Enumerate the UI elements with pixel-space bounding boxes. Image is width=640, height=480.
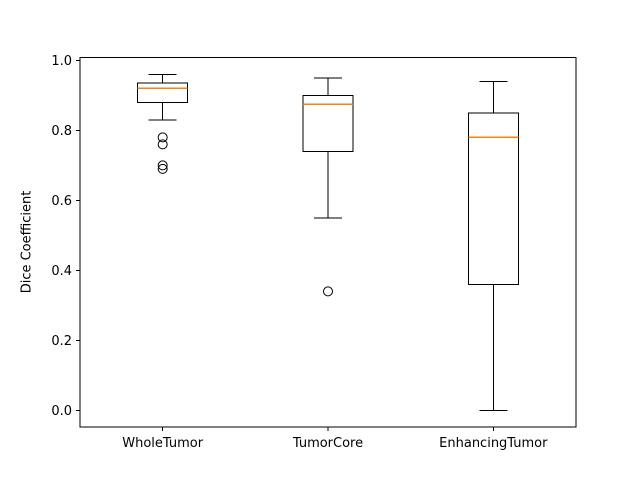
box-WholeTumor [137, 82, 189, 103]
y-tick-label: 0.6 [51, 194, 72, 209]
x-tick-label: TumorCore [292, 436, 363, 451]
outlier-point [157, 132, 168, 143]
y-axis-label: Dice Coefficient [19, 190, 35, 294]
y-tick-label: 0.0 [51, 404, 72, 419]
x-tick-label: WholeTumor [122, 436, 203, 451]
y-tick-label: 0.4 [51, 264, 72, 279]
box-EnhancingTumor [467, 112, 519, 285]
box-TumorCore [302, 94, 354, 152]
outlier-point [157, 163, 168, 174]
x-tick-label: EnhancingTumor [439, 436, 548, 451]
y-tick-label: 1.0 [51, 54, 72, 69]
outlier-point [157, 160, 168, 171]
outlier-point [157, 139, 168, 150]
y-tick-label: 0.8 [51, 124, 72, 139]
outlier-point [323, 286, 333, 297]
y-tick-label: 0.2 [51, 334, 72, 349]
